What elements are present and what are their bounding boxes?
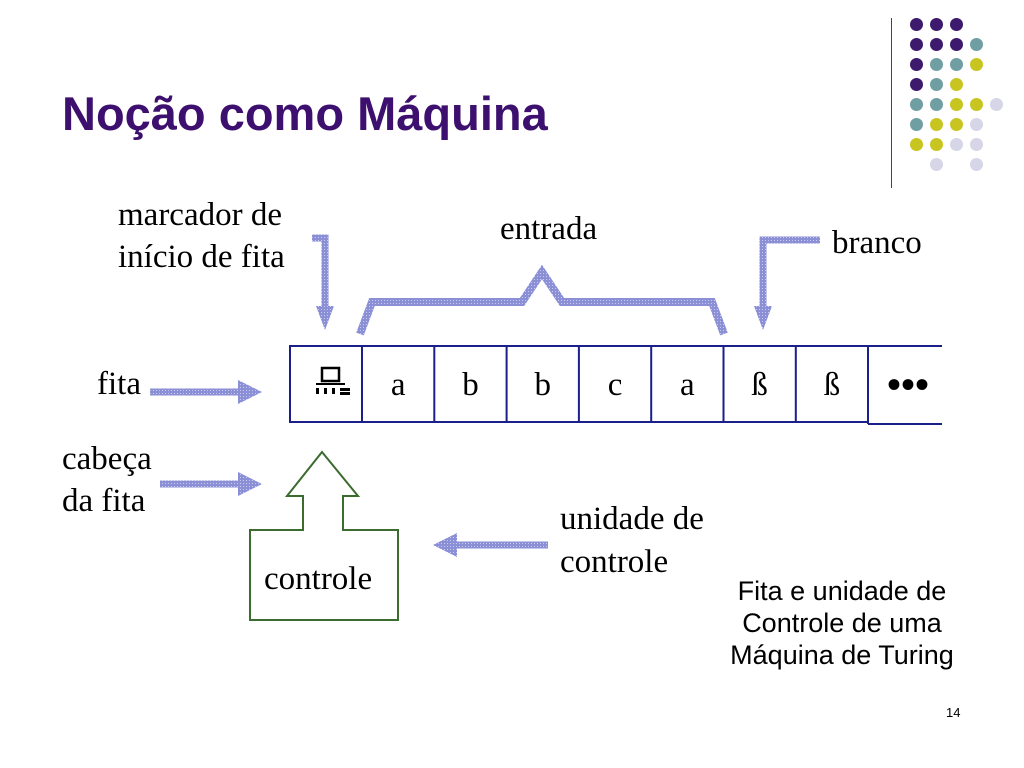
tape-cell-symbol: b — [462, 367, 479, 403]
tape-cell-symbol: ß — [751, 367, 768, 403]
decorative-dot — [970, 38, 983, 51]
page-number: 14 — [946, 705, 961, 720]
decorative-dot — [950, 38, 963, 51]
slide-caption: Fita e unidade de Controle de uma Máquin… — [730, 576, 954, 670]
decorative-dot — [930, 18, 943, 31]
decorative-dot — [930, 78, 943, 91]
tape-cell-symbol: ß — [824, 367, 841, 403]
decorative-dot — [950, 78, 963, 91]
decorative-dot — [930, 118, 943, 131]
decorative-dot — [930, 38, 943, 51]
slide-title: Noção como Máquina — [62, 87, 548, 140]
input-brace — [356, 264, 728, 336]
decorative-dot — [950, 98, 963, 111]
decorative-dot — [950, 18, 963, 31]
decorative-dot — [930, 138, 943, 151]
tape-head-label-line2: da fita — [62, 483, 146, 519]
tape-cell-symbol: c — [608, 367, 623, 403]
tape-cell-symbol: a — [391, 367, 406, 403]
head-arrow — [160, 472, 262, 496]
tape-head — [249, 450, 399, 621]
tape-ellipsis: ••• — [887, 362, 929, 407]
decorative-dot — [950, 58, 963, 71]
decorative-dot — [930, 98, 943, 111]
start-marker-label-line1: marcador de — [118, 197, 282, 233]
control-box-label: controle — [264, 561, 373, 597]
decorative-dot — [970, 58, 983, 71]
blank-label: branco — [832, 225, 922, 261]
decorative-dot — [970, 158, 983, 171]
decorative-dot — [910, 18, 923, 31]
tape-cell-symbol: b — [535, 367, 552, 403]
decorative-dot — [970, 98, 983, 111]
blank-arrow — [754, 236, 820, 330]
decorative-dot — [930, 58, 943, 71]
decorative-dot — [910, 98, 923, 111]
start-marker-label-line2: início de fita — [118, 239, 285, 275]
decorative-dot — [910, 138, 923, 151]
decorative-dot — [930, 158, 943, 171]
tape-head-label-line1: cabeça — [62, 441, 152, 477]
tape-start-marker-icon — [316, 366, 350, 395]
tape-label: fita — [97, 366, 141, 402]
title-divider-line — [891, 18, 892, 188]
decorative-dot — [970, 138, 983, 151]
decorative-dot — [910, 78, 923, 91]
decorative-dot — [990, 98, 1003, 111]
decorative-dot — [950, 118, 963, 131]
decorative-dot — [950, 138, 963, 151]
control-unit-label-line1: unidade de — [560, 501, 704, 537]
tape-cell-symbol: a — [680, 367, 695, 403]
tape: a b b c a ß ß ••• — [289, 345, 942, 425]
marker-arrow — [312, 234, 334, 330]
control-unit-arrow — [433, 533, 548, 557]
decorative-dot — [910, 118, 923, 131]
input-label: entrada — [500, 211, 598, 247]
decorative-dot — [910, 38, 923, 51]
decorative-dot — [970, 118, 983, 131]
control-unit-label-line2: controle — [560, 544, 669, 580]
decorative-dot — [910, 58, 923, 71]
tape-arrow — [150, 380, 262, 404]
